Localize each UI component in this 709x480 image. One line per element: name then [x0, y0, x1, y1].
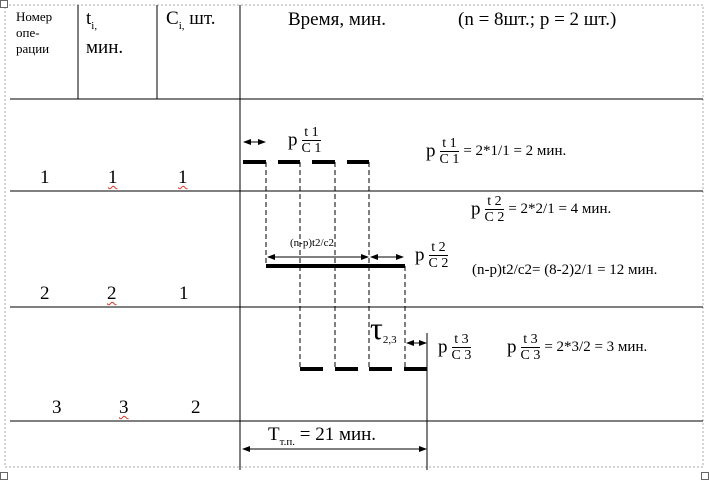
op3-eq-p: p [507, 336, 517, 358]
op1-eq-frac-top: t 1 [439, 136, 460, 152]
top-left-handle[interactable] [0, 0, 8, 8]
op2-eq-result: = 2*2/1 = 4 мин. [508, 201, 612, 217]
op1-frac-bot: C 1 [301, 141, 322, 156]
dashed-connectors [265, 162, 406, 369]
op3-eq-frac-top: t 3 [520, 332, 541, 348]
dimension-arrows [242, 139, 427, 452]
bottom-right-handle[interactable] [701, 472, 709, 480]
row3-op: 3 [52, 397, 62, 418]
outer-border [4, 4, 704, 468]
op1-frac-top: t 1 [301, 125, 322, 141]
header-op-number: Номер опе- рации [16, 9, 52, 57]
tau-label: τ2,3 [370, 310, 397, 347]
row2-op: 2 [40, 283, 50, 304]
op2-frac-bot: C 2 [428, 256, 449, 271]
np-equation: (n-p)t2/c2= (8-2)2/1 = 12 мин. [472, 262, 658, 278]
header-op-line3: рации [16, 41, 50, 56]
header-op-line1: Номер [16, 9, 53, 24]
header-t-sub: i, [91, 19, 98, 32]
total-cycle: Tт.п. = 21 мин. [268, 424, 376, 448]
header-c: Ci, шт. [166, 8, 216, 32]
op1-eq-result: = 2*1/1 = 2 мин. [463, 143, 567, 159]
header-time: Время, мин. [288, 9, 386, 30]
total-sub: т.п. [279, 435, 295, 448]
op3-p: p [438, 336, 448, 358]
header-params: (n = 8шт.; p = 2 шт.) [458, 9, 617, 30]
op3-frac-top: t 3 [451, 332, 472, 348]
row3-c: 2 [191, 397, 201, 418]
op1-eq-p: p [426, 140, 436, 162]
row2-c: 1 [179, 283, 189, 304]
op3-frac-bot: C 3 [451, 348, 472, 363]
header-t-symbol: t [86, 8, 92, 29]
header-t: ti, мин. [86, 8, 123, 59]
row1-op: 1 [40, 167, 50, 188]
header-c-unit: шт. [189, 8, 216, 29]
tau-sub: 2,3 [382, 334, 397, 347]
op2-eq-frac-top: t 2 [484, 194, 505, 210]
op3-eq-frac-bot: C 3 [520, 348, 541, 363]
op2-eq-p: p [471, 198, 481, 220]
row1-c: 1 [178, 167, 188, 188]
total-eq: = 21 мин. [299, 424, 377, 445]
row2-t: 2 [107, 283, 117, 304]
row1-t: 1 [108, 167, 118, 188]
header-c-symbol: C [166, 8, 179, 29]
tau-symbol: τ [370, 310, 383, 346]
op2-eq-frac-bot: C 2 [484, 210, 505, 225]
table-lines [10, 5, 703, 470]
op1-p: p [288, 129, 298, 151]
header-op-line2: опе- [16, 25, 40, 40]
header-c-sub: i, [178, 19, 185, 32]
header-t-unit: мин. [86, 36, 124, 58]
op1-eq-frac-bot: C 1 [439, 152, 460, 167]
row3-t: 3 [119, 397, 129, 418]
op3-eq-result: = 2*3/2 = 3 мин. [544, 339, 648, 355]
total-T: T [268, 424, 280, 445]
bottom-left-handle[interactable] [0, 472, 8, 480]
op2-frac-top: t 2 [428, 240, 449, 256]
np-interval-label: (n-p)t2/c2 [290, 237, 334, 249]
op2-p: p [415, 244, 425, 266]
